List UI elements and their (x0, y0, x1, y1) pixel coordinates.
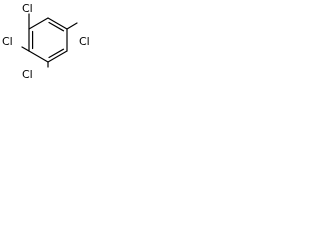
cl-label-right: Cl (79, 35, 90, 48)
ring-bond-c4-c5 (28, 50, 49, 63)
ring-bond-c3-c4 (47, 50, 68, 63)
bond-to-cl-left-top (21, 46, 30, 52)
benzene-ring (28, 17, 68, 63)
atom-labels: Cl Cl Cl Cl (2, 2, 90, 81)
ring-bond-c1-c2 (47, 17, 68, 30)
structure-diagram: Cl Cl Cl Cl (2, 2, 90, 81)
substituent-bonds (21, 13, 78, 68)
ring-double-bond-c3-c4 (48, 48, 65, 59)
ring-bond-c6-c1 (28, 17, 49, 30)
ring-double-bond-c1-c2 (48, 21, 65, 32)
bond-to-cl-right (66, 22, 78, 30)
cl-label-left-bottom: Cl (22, 68, 33, 81)
cl-label-top: Cl (22, 2, 33, 15)
cl-label-left-top: Cl (2, 35, 13, 48)
